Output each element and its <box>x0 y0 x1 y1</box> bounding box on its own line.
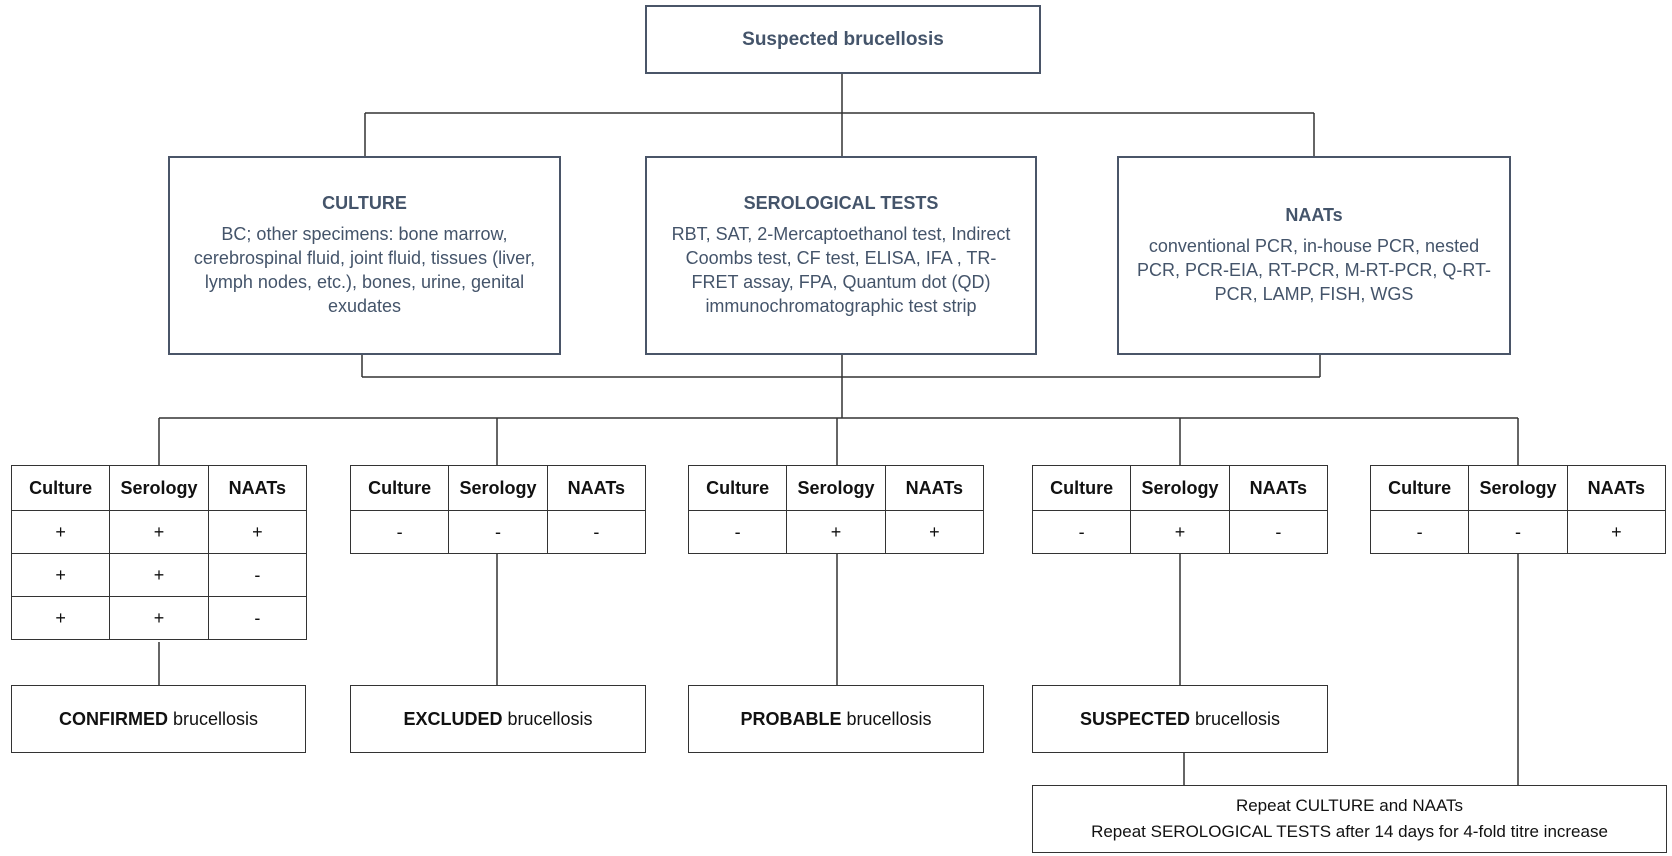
col-naats: NAATs <box>1566 465 1667 511</box>
col-naats: NAATs <box>546 465 647 511</box>
result-table-probable: Culture Serology NAATs - + + <box>687 465 985 554</box>
col-culture: Culture <box>1031 465 1132 511</box>
table-row: + + - <box>10 596 308 640</box>
outcome-excluded-text: brucellosis <box>507 708 593 729</box>
col-naats: NAATs <box>884 465 985 511</box>
cell-culture: - <box>1369 510 1470 554</box>
col-serology: Serology <box>786 465 886 511</box>
repeat-serology-text: Repeat SEROLOGICAL TESTS after 14 days f… <box>1091 822 1608 841</box>
cell-serology: + <box>1130 510 1230 554</box>
outcome-excluded-box: EXCLUDED brucellosis <box>350 685 646 753</box>
culture-method-box: CULTURE BC; other specimens: bone marrow… <box>168 156 561 355</box>
suspected-brucellosis-box: Suspected brucellosis <box>645 5 1041 74</box>
cell-culture: + <box>10 553 111 597</box>
table-header-row: Culture Serology NAATs <box>1031 465 1329 511</box>
cell-naats: - <box>1228 510 1329 554</box>
col-serology: Serology <box>1130 465 1230 511</box>
table-row: - + + <box>687 510 985 554</box>
table-header-row: Culture Serology NAATs <box>349 465 647 511</box>
cell-naats: - <box>207 596 308 640</box>
cell-culture: + <box>10 596 111 640</box>
cell-serology: + <box>109 596 209 640</box>
cell-culture: - <box>687 510 788 554</box>
col-culture: Culture <box>349 465 450 511</box>
cell-culture: - <box>349 510 450 554</box>
serology-method-box: SEROLOGICAL TESTS RBT, SAT, 2-Mercaptoet… <box>645 156 1037 355</box>
table-header-row: Culture Serology NAATs <box>687 465 985 511</box>
root-title: Suspected brucellosis <box>742 28 944 50</box>
cell-serology: + <box>109 553 209 597</box>
repeat-culture-naats-text: Repeat CULTURE and NAATs <box>1235 796 1464 815</box>
cell-culture: + <box>10 510 111 554</box>
cell-naats: + <box>1566 510 1667 554</box>
culture-description: BC; other specimens: bone marrow, cerebr… <box>193 224 536 316</box>
cell-culture: - <box>1031 510 1132 554</box>
cell-naats: + <box>207 510 308 554</box>
outcome-probable-box: PROBABLE brucellosis <box>688 685 984 753</box>
outcome-confirmed-box: CONFIRMED brucellosis <box>11 685 306 753</box>
table-row: - + - <box>1031 510 1329 554</box>
outcome-confirmed-text: brucellosis <box>172 708 259 729</box>
result-table-naats-only: Culture Serology NAATs - - + <box>1369 465 1667 554</box>
cell-naats: - <box>207 553 308 597</box>
outcome-suspected-box: SUSPECTED brucellosis <box>1032 685 1328 753</box>
naats-method-box: NAATs conventional PCR, in-house PCR, ne… <box>1117 156 1511 355</box>
outcome-confirmed-label: CONFIRMED <box>58 708 168 729</box>
outcome-excluded-label: EXCLUDED <box>403 708 503 729</box>
table-header-row: Culture Serology NAATs <box>1369 465 1667 511</box>
naats-heading: NAATs <box>1285 205 1343 225</box>
naats-description: conventional PCR, in-house PCR, nested P… <box>1136 236 1492 304</box>
outcome-suspected-label: SUSPECTED <box>1079 708 1190 729</box>
cell-naats: - <box>546 510 647 554</box>
table-row: - - - <box>349 510 647 554</box>
result-table-suspected: Culture Serology NAATs - + - <box>1031 465 1329 554</box>
col-naats: NAATs <box>1228 465 1329 511</box>
serology-heading: SEROLOGICAL TESTS <box>743 193 939 213</box>
col-culture: Culture <box>10 465 111 511</box>
result-table-confirmed: Culture Serology NAATs + + + + + - + + - <box>10 465 308 640</box>
cell-serology: + <box>786 510 886 554</box>
culture-heading: CULTURE <box>322 193 407 213</box>
serology-description: RBT, SAT, 2-Mercaptoethanol test, Indire… <box>671 224 1011 316</box>
col-serology: Serology <box>109 465 209 511</box>
table-header-row: Culture Serology NAATs <box>10 465 308 511</box>
col-serology: Serology <box>448 465 548 511</box>
table-row: + + + <box>10 510 308 554</box>
table-row: + + - <box>10 553 308 597</box>
result-table-excluded: Culture Serology NAATs - - - <box>349 465 647 554</box>
col-culture: Culture <box>1369 465 1470 511</box>
cell-naats: + <box>884 510 985 554</box>
col-naats: NAATs <box>207 465 308 511</box>
col-serology: Serology <box>1468 465 1568 511</box>
repeat-tests-box: Repeat CULTURE and NAATs Repeat SEROLOGI… <box>1032 785 1667 853</box>
outcome-suspected-text: brucellosis <box>1194 708 1281 729</box>
table-row: - - + <box>1369 510 1667 554</box>
cell-serology: - <box>448 510 548 554</box>
cell-serology: + <box>109 510 209 554</box>
outcome-probable-text: brucellosis <box>846 708 932 729</box>
cell-serology: - <box>1468 510 1568 554</box>
outcome-probable-label: PROBABLE <box>740 708 842 729</box>
col-culture: Culture <box>687 465 788 511</box>
